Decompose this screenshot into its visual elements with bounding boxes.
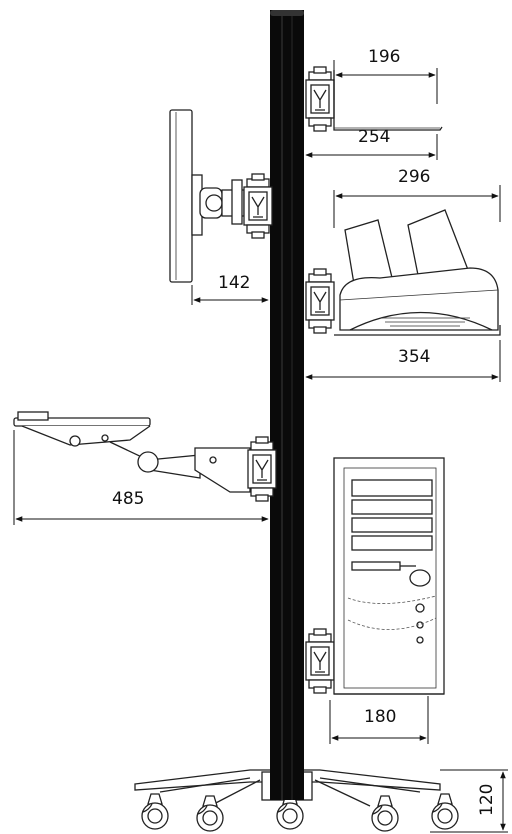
- dim-label-296: 296: [398, 167, 430, 187]
- dim-label-354: 354: [398, 347, 430, 367]
- pole-clamp-icon: [305, 268, 335, 334]
- pole-clamp-icon: [305, 66, 335, 132]
- pole-clamp-icon: [247, 436, 277, 502]
- dim-label-254: 254: [358, 127, 390, 147]
- keyboard-arm: [13, 411, 277, 502]
- monitor-arm: [169, 109, 273, 283]
- dim-label-180: 180: [364, 707, 396, 727]
- top-shelf: [305, 66, 443, 132]
- caster-wheel-icon: [431, 793, 459, 830]
- printer-illustration: [339, 209, 499, 331]
- caster-wheel-icon: [141, 793, 169, 830]
- dim-label-142: 142: [218, 273, 250, 293]
- printer-shelf: [305, 209, 501, 336]
- pole: [270, 10, 304, 800]
- cpu-holder: [305, 457, 445, 695]
- pole-clamp-icon: [243, 173, 273, 239]
- cpu-tower-illustration: [333, 457, 445, 695]
- dim-label-196: 196: [368, 47, 400, 67]
- dim-label-120: 120: [477, 784, 497, 816]
- dimension-lines: [13, 60, 508, 833]
- dim-label-485: 485: [112, 489, 144, 509]
- caster-wheel-icon: [371, 795, 399, 832]
- pole-clamp-icon: [305, 628, 335, 694]
